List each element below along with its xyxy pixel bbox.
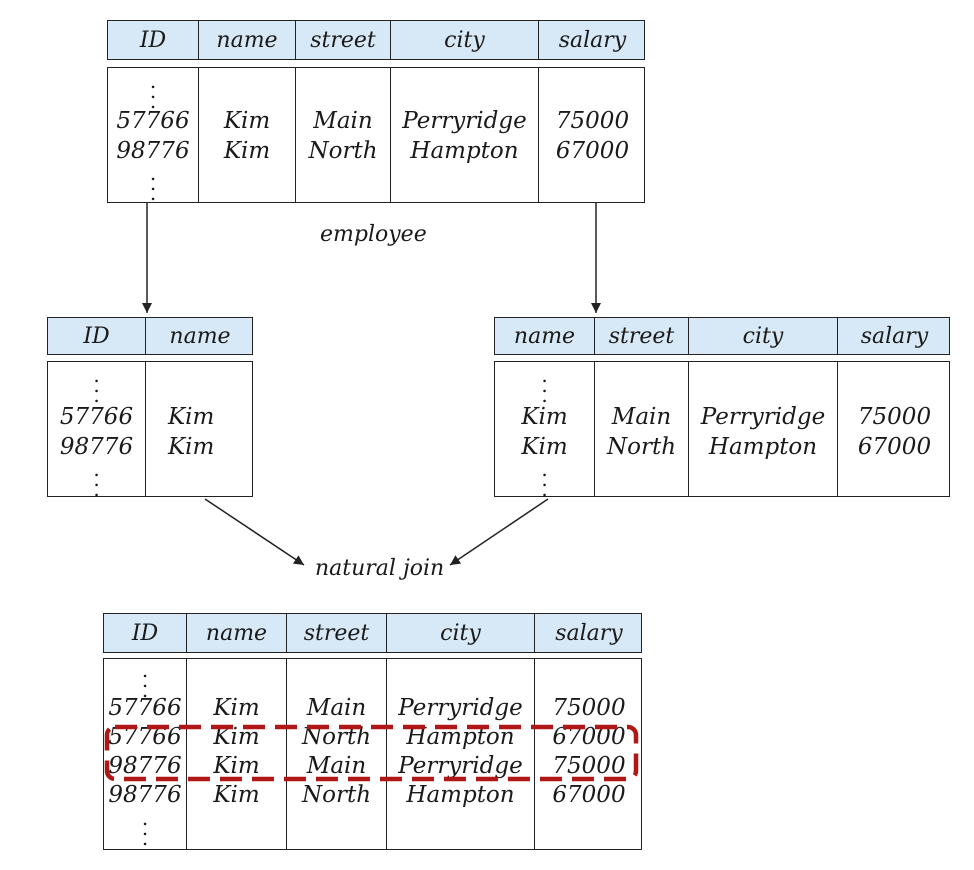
table-cell: 75000 — [555, 108, 630, 134]
result-header: ID name street city salary — [103, 613, 642, 653]
col-header-city: city — [387, 614, 535, 652]
projection-right-body: ... Kim Kim ... Main North Perryridge Ha… — [494, 361, 950, 501]
table-cell: 57766 — [59, 404, 134, 430]
projection-right-header: name street city salary — [494, 317, 950, 355]
projection-right-table: name street city salary ... Kim Kim ... … — [494, 317, 950, 501]
col-header-name: name — [187, 614, 287, 652]
col-header-id: ID — [108, 21, 199, 59]
table-cell: Kim — [521, 434, 568, 460]
table-cell: 67000 — [555, 138, 630, 164]
table-cell: Perryridge — [402, 108, 527, 134]
employee-body: ... 57766 98776 ... Kim Kim Main North P… — [107, 67, 645, 203]
table-cell: Main — [313, 108, 373, 134]
col-header-salary: salary — [558, 27, 627, 53]
arrow-right-to-join — [449, 498, 549, 566]
table-cell: Kim — [521, 404, 568, 430]
col-header-id: ID — [48, 318, 146, 354]
col-header-name: name — [199, 21, 296, 59]
table-cell: Kim — [168, 434, 215, 460]
ellipsis-bottom: ... — [141, 806, 149, 850]
result-table: ID name street city salary ... 57766 577… — [103, 613, 642, 850]
table-cell: 98776 — [108, 753, 182, 779]
table-cell: 67000 — [552, 782, 626, 808]
table-cell: Hampton — [410, 138, 519, 164]
ellipsis-top: ... — [93, 363, 100, 407]
table-cell: Main — [611, 404, 672, 430]
col-header-street: street — [296, 21, 391, 59]
table-cell: Kim — [223, 108, 271, 134]
table-cell: North — [308, 138, 378, 164]
table-cell: North — [606, 434, 677, 460]
ellipsis-bottom: ... — [149, 161, 157, 205]
col-header-name: name — [169, 323, 231, 349]
table-cell: Kim — [223, 138, 271, 164]
col-header-street: street — [595, 318, 689, 354]
table-cell: Hampton — [406, 782, 515, 808]
table-cell: 75000 — [552, 753, 626, 779]
table-cell: Kim — [213, 782, 260, 808]
table-cell: 57766 — [108, 695, 182, 721]
ellipsis-top: ... — [141, 658, 149, 702]
table-cell: Perryridge — [398, 695, 523, 721]
table-cell: Perryridge — [700, 404, 826, 430]
natural-join-label: natural join — [315, 556, 445, 581]
projection-left-table: ID name ... 57766 98776 ... Kim Kim — [47, 317, 253, 501]
table-cell: 98776 — [108, 782, 182, 808]
employee-caption: employee — [320, 222, 427, 247]
table-cell: 75000 — [552, 695, 626, 721]
table-cell: Perryridge — [398, 753, 523, 779]
table-cell: Kim — [213, 753, 260, 779]
col-header-city: city — [391, 21, 539, 59]
table-cell: Main — [306, 695, 367, 721]
projection-left-body: ... 57766 98776 ... Kim Kim — [47, 361, 253, 501]
col-header-salary: salary — [555, 620, 623, 646]
col-header-city: city — [689, 318, 838, 354]
employee-header: ID name street city salary — [107, 20, 645, 60]
table-cell: North — [301, 782, 372, 808]
employee-table: ID name street city salary ... 57766 987… — [107, 20, 645, 203]
table-cell: 75000 — [857, 404, 932, 430]
projection-left-header: ID name — [47, 317, 253, 355]
col-header-salary: salary — [860, 323, 929, 349]
table-cell: Kim — [168, 404, 215, 430]
ellipsis-top: ... — [541, 363, 548, 407]
arrow-left-to-join — [204, 498, 305, 566]
col-header-street: street — [287, 614, 387, 652]
ellipsis-top: ... — [149, 69, 157, 113]
table-cell: 98776 — [116, 138, 190, 164]
col-header-id: ID — [104, 614, 187, 652]
table-cell: Kim — [213, 695, 260, 721]
ellipsis-bottom: ... — [93, 457, 100, 501]
highlight-box — [104, 724, 639, 782]
table-cell: Main — [306, 753, 367, 779]
table-cell: 57766 — [116, 108, 190, 134]
table-cell: 98776 — [59, 434, 134, 460]
ellipsis-bottom: ... — [541, 457, 548, 501]
table-cell: Hampton — [708, 434, 818, 460]
col-header-name: name — [495, 318, 595, 354]
table-cell: 67000 — [857, 434, 932, 460]
